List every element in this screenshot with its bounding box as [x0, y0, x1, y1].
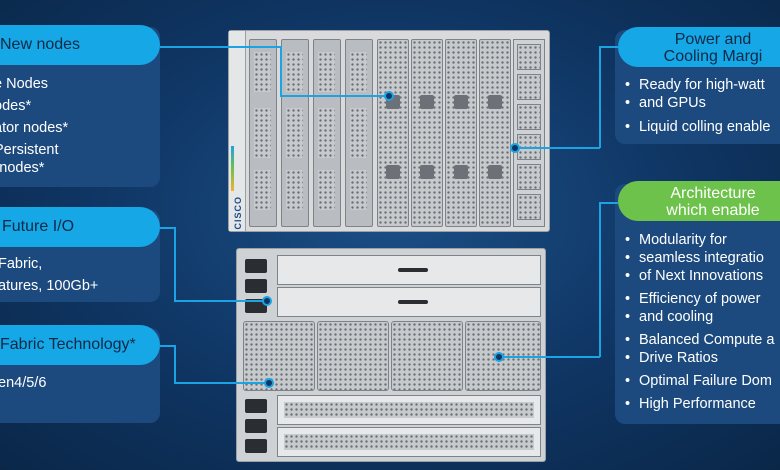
io-module	[277, 255, 541, 285]
future-io-heading-text: Future I/O	[2, 218, 75, 235]
new-nodes-item: y nodes*	[0, 160, 45, 176]
fabric-item: en4/5/6	[0, 375, 47, 391]
connector-line	[174, 382, 268, 384]
architecture-item: Drive Ratios	[625, 349, 774, 367]
compute-node-bay	[249, 39, 277, 227]
power-cooling-heading-line2: Cooling Margi	[663, 48, 763, 65]
architecture-item: Balanced Compute a	[625, 331, 774, 349]
fan-module	[243, 321, 315, 391]
architecture-item: of Next Innovations	[625, 267, 774, 285]
new-nodes-item: odes*	[0, 98, 32, 114]
power-inlet	[245, 259, 267, 273]
power-inlet	[245, 399, 267, 413]
architecture-item: Efficiency of power	[625, 290, 774, 308]
architecture-item: Optimal Failure Dom	[625, 372, 774, 390]
connector-line	[174, 227, 176, 301]
new-nodes-heading: New nodes	[0, 25, 160, 65]
front-chassis: CISCO	[228, 30, 550, 232]
io-module	[277, 287, 541, 317]
fan-module	[391, 321, 463, 391]
connector-endpoint	[510, 143, 520, 153]
connector-line	[599, 202, 601, 357]
power-cooling-item: Ready for high-watt	[625, 76, 770, 94]
io-module	[277, 395, 541, 425]
connector-endpoint	[384, 91, 394, 101]
compute-node-bay	[313, 39, 341, 227]
new-nodes-heading-text: New nodes	[0, 36, 81, 53]
fabric-list: en4/5/6	[0, 374, 46, 396]
connector-endpoint	[264, 378, 274, 388]
power-supply-column	[513, 39, 545, 227]
future-io-heading: Future I/O	[0, 207, 160, 247]
new-nodes-item: Persistent	[0, 142, 59, 158]
future-io-item: Fabric,	[0, 256, 43, 272]
connector-line	[500, 356, 600, 358]
future-io-list: Fabric, atures, 100Gb+	[0, 255, 98, 299]
power-inlet	[245, 279, 267, 293]
power-cooling-heading: Power and Cooling Margi	[618, 27, 780, 67]
connector-line	[160, 227, 175, 229]
connector-line	[600, 46, 618, 48]
power-inlet	[245, 299, 267, 313]
architecture-item: Modularity for	[625, 231, 774, 249]
architecture-item: High Performance	[625, 395, 774, 413]
power-cooling-item: Liquid colling enable	[625, 118, 770, 136]
connector-line	[160, 345, 175, 347]
architecture-heading: Architecture which enable	[618, 181, 780, 221]
connector-line	[160, 46, 280, 48]
architecture-item: and cooling	[625, 308, 774, 326]
connector-endpoint	[494, 352, 504, 362]
power-cooling-item: and GPUs	[625, 94, 770, 112]
blank-bay	[411, 39, 443, 227]
cisco-logo: CISCO	[233, 196, 243, 230]
architecture-item: seamless integratio	[625, 249, 774, 267]
connector-line	[516, 147, 600, 149]
architecture-list: Modularity for seamless integratio of Ne…	[625, 231, 774, 417]
blank-bay	[445, 39, 477, 227]
io-module	[277, 427, 541, 457]
connector-line	[280, 46, 282, 96]
power-cooling-heading-line1: Power and	[674, 31, 752, 48]
fabric-heading-text: Fabric Technology*	[0, 336, 136, 353]
power-inlet	[245, 419, 267, 433]
connector-line	[174, 300, 266, 302]
compute-node-bay	[345, 39, 373, 227]
new-nodes-list: e Nodes odes* ator nodes* Persistent y n…	[0, 75, 68, 181]
chassis-color-stripe	[231, 146, 234, 191]
architecture-heading-line2: which enable	[666, 202, 760, 219]
new-nodes-item: e Nodes	[0, 76, 49, 92]
connector-line	[599, 46, 601, 148]
connector-endpoint	[262, 296, 272, 306]
power-inlet	[245, 439, 267, 453]
new-nodes-item: ator nodes*	[0, 120, 69, 136]
blank-bay	[377, 39, 409, 227]
power-cooling-list: Ready for high-watt and GPUs Liquid coll…	[625, 76, 770, 140]
connector-line	[600, 202, 618, 204]
compute-node-bay	[281, 39, 309, 227]
blank-bay	[479, 39, 511, 227]
architecture-heading-line1: Architecture	[670, 185, 756, 202]
connector-line	[174, 345, 176, 383]
future-io-item: atures, 100Gb+	[0, 278, 99, 294]
connector-line	[280, 95, 388, 97]
fabric-heading: Fabric Technology*	[0, 325, 160, 365]
fan-module	[317, 321, 389, 391]
